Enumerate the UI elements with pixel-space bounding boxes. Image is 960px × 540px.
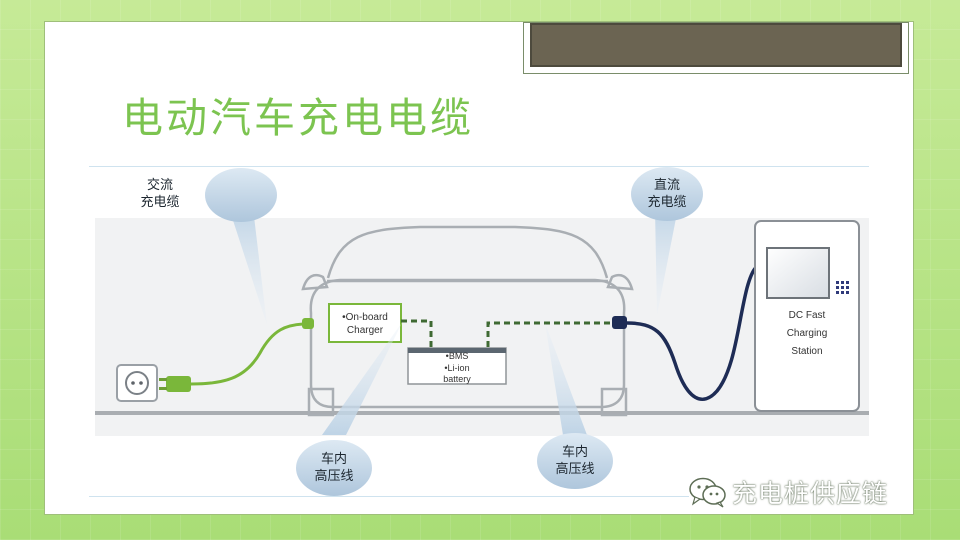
ac-plug-icon bbox=[159, 376, 191, 392]
dc-cable-label-line-2: 充电缆 bbox=[647, 195, 687, 210]
hv-dashed-line-dc bbox=[486, 321, 613, 347]
battery-line-1: •BMS bbox=[446, 351, 469, 361]
battery-line-3: battery bbox=[443, 374, 471, 384]
hv-left-callout-label: 车内 高压线 bbox=[299, 451, 369, 485]
ground-line bbox=[95, 411, 869, 415]
onboard-charger-box: •On-board Charger bbox=[328, 303, 402, 343]
top-banner-inner bbox=[530, 23, 902, 67]
ac-cable-label-line-1: 交流 bbox=[146, 178, 173, 193]
charging-cable-diagram: •On-board Charger •BMS •Li-ion battery bbox=[95, 163, 869, 503]
ac-charging-cable bbox=[190, 318, 314, 386]
hv-right-callout-label: 车内 高压线 bbox=[540, 444, 610, 478]
dc-fast-charging-station: DC Fast Charging Station bbox=[754, 220, 860, 412]
dc-cable-label-line-1: 直流 bbox=[653, 178, 680, 193]
onboard-charger-line-2: Charger bbox=[347, 325, 384, 336]
wall-socket-icon bbox=[116, 364, 158, 402]
diagram-canvas: •On-board Charger •BMS •Li-ion battery bbox=[95, 167, 869, 496]
hv-left-label-line-1: 车内 bbox=[320, 452, 347, 467]
wechat-watermark: 充电桩供应链 bbox=[688, 474, 888, 510]
hv-dashed-line-charger bbox=[401, 319, 433, 347]
hv-right-label-line-2: 高压线 bbox=[555, 462, 595, 477]
station-keypad bbox=[836, 281, 849, 294]
ac-cable-label-line-2: 充电缆 bbox=[140, 195, 180, 210]
station-line-1: DC Fast bbox=[789, 310, 826, 321]
hv-right-label-line-1: 车内 bbox=[561, 445, 588, 460]
station-line-2: Charging bbox=[787, 328, 828, 339]
station-line-3: Station bbox=[791, 346, 822, 357]
slide-title: 电动汽车充电电缆 bbox=[122, 94, 474, 142]
dc-cable-callout-label: 直流 充电缆 bbox=[632, 177, 702, 211]
ac-cable-callout-bubble bbox=[205, 168, 277, 222]
top-banner bbox=[523, 22, 909, 74]
car-outline bbox=[301, 225, 634, 417]
hv-right-callout-bubble bbox=[537, 433, 613, 489]
station-screen bbox=[766, 247, 830, 299]
hv-left-label-line-2: 高压线 bbox=[314, 469, 354, 484]
dc-charging-cable bbox=[612, 263, 768, 402]
title-divider bbox=[89, 166, 869, 167]
wechat-icon bbox=[689, 477, 726, 508]
hv-right-callout-pointer bbox=[545, 323, 587, 435]
ac-cable-callout-label: 交流 充电缆 bbox=[125, 177, 195, 211]
hv-left-callout-bubble bbox=[296, 440, 372, 496]
dc-cable-callout-bubble bbox=[631, 167, 703, 221]
dc-callout-pointer bbox=[655, 208, 678, 315]
battery-line-2: •Li-ion bbox=[444, 363, 469, 373]
battery-pack-box: •BMS •Li-ion battery bbox=[407, 347, 507, 385]
footer-divider bbox=[89, 496, 689, 497]
watermark-text: 充电桩供应链 bbox=[732, 479, 889, 508]
diagram-background bbox=[95, 218, 869, 436]
hv-left-callout-pointer bbox=[322, 321, 403, 435]
onboard-charger-line-1: •On-board bbox=[342, 312, 388, 323]
ac-callout-pointer bbox=[229, 208, 267, 325]
